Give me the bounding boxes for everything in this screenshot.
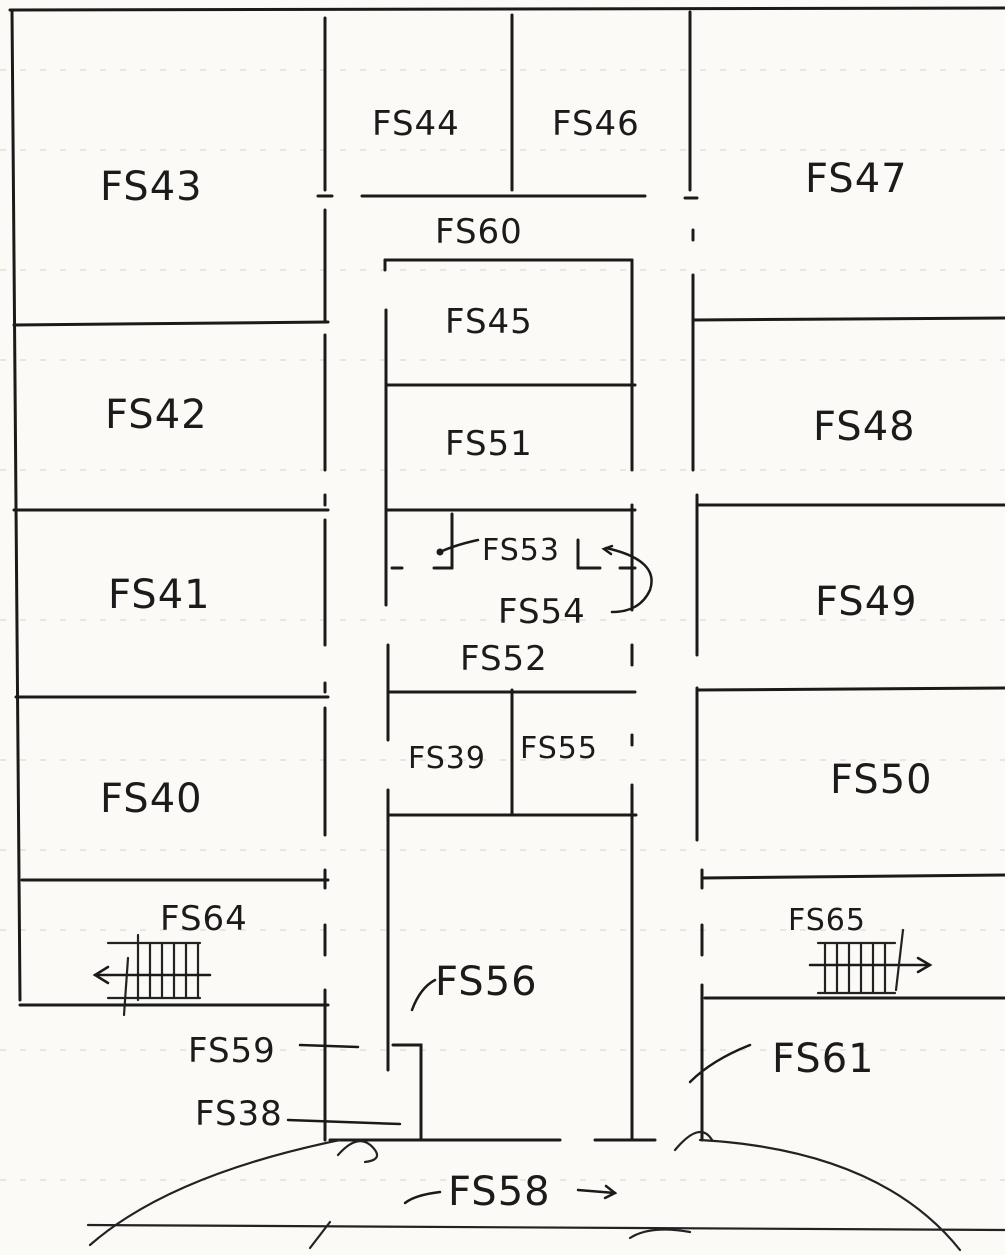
staircase-right-icon: [808, 928, 933, 995]
room-label-fs45: FS45: [445, 302, 533, 342]
left-wing-walls: [12, 16, 330, 1142]
room-label-fs60: FS60: [435, 212, 523, 252]
outdoor-area: [86, 1130, 1005, 1252]
room-label-fs48: FS48: [813, 404, 916, 450]
staircase-left-icon: [92, 933, 212, 1017]
room-label-fs61: FS61: [772, 1036, 875, 1082]
top-middle-walls: [316, 10, 699, 200]
room-label-fs64: FS64: [160, 899, 248, 939]
room-label-fs54: FS54: [498, 592, 586, 632]
room-label-fs58: FS58: [448, 1169, 551, 1215]
right-wing-walls: [691, 228, 1005, 1142]
room-label-fs49: FS49: [815, 579, 918, 625]
room-labels: FS43 FS44 FS46 FS47 FS60 FS45 FS42 FS51 …: [100, 104, 933, 1215]
leader-arrows: [286, 538, 752, 1205]
room-label-fs47: FS47: [805, 156, 908, 202]
outer-walls: [8, 6, 1005, 1002]
room-label-fs65: FS65: [788, 903, 866, 938]
room-label-fs59: FS59: [188, 1031, 276, 1071]
room-label-fs38: FS38: [195, 1094, 283, 1134]
room-label-fs51: FS51: [445, 424, 533, 464]
room-label-fs50: FS50: [830, 757, 933, 803]
room-label-fs53: FS53: [482, 533, 560, 568]
room-label-fs55: FS55: [520, 731, 598, 766]
paper-grid: [0, 69, 1005, 1181]
central-block-walls: [328, 258, 657, 1142]
room-label-fs41: FS41: [108, 572, 211, 618]
room-label-fs39: FS39: [408, 741, 486, 776]
room-label-fs42: FS42: [105, 392, 208, 438]
room-label-fs56: FS56: [435, 959, 538, 1005]
room-label-fs44: FS44: [372, 104, 460, 144]
room-label-fs43: FS43: [100, 164, 203, 210]
room-label-fs40: FS40: [100, 776, 203, 822]
room-label-fs52: FS52: [460, 639, 548, 679]
room-label-fs46: FS46: [552, 104, 640, 144]
